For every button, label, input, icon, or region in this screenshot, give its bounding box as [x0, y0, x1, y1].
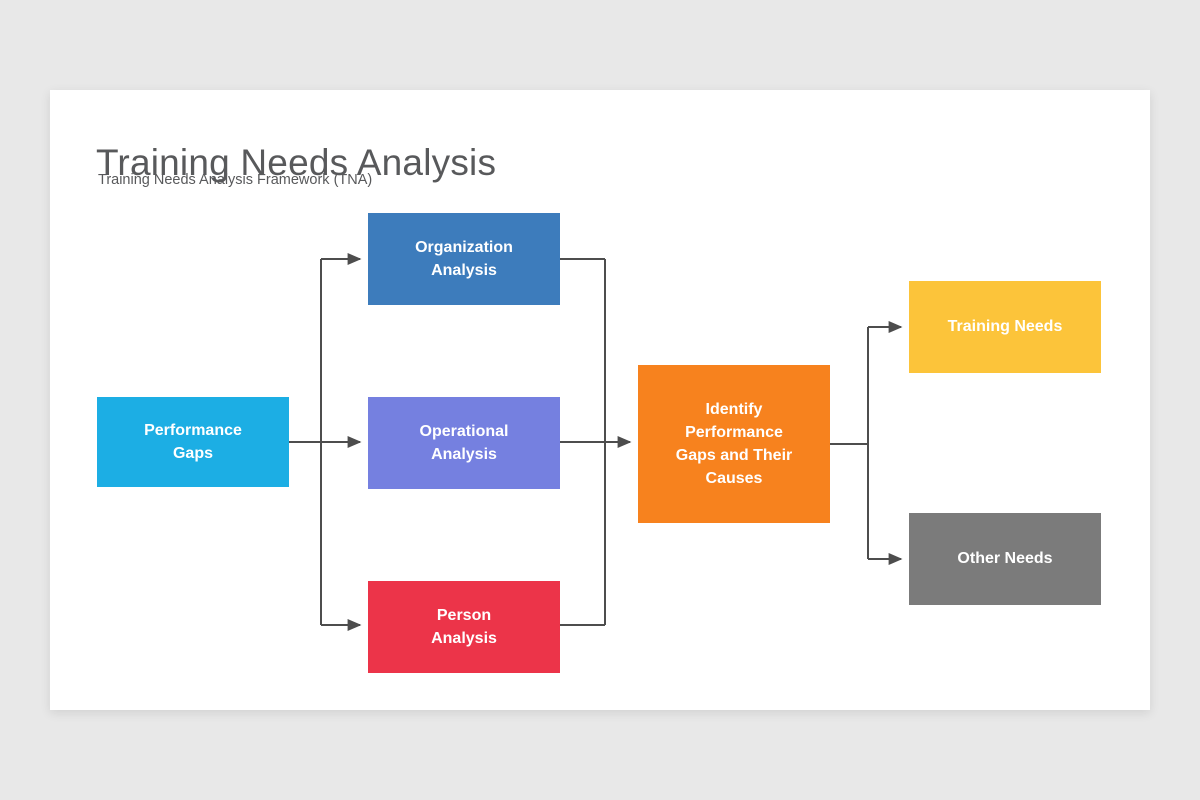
node-training-needs[interactable]: Training Needs	[909, 281, 1101, 373]
node-training-needs-label: Training Needs	[947, 318, 1063, 336]
node-operational-analysis-line2: Analysis	[431, 446, 497, 463]
tna-flowchart-diagram: Performance Gaps Organization Analysis O…	[50, 90, 1150, 710]
node-organization-analysis[interactable]: Organization Analysis	[368, 213, 560, 305]
node-person-analysis[interactable]: Person Analysis	[368, 581, 560, 673]
node-identify-performance-gaps[interactable]: Identify Performance Gaps and Their Caus…	[638, 365, 830, 523]
node-other-needs-label: Other Needs	[957, 550, 1053, 568]
node-organization-analysis-line1: Organization	[415, 238, 513, 256]
page-subtitle: Training Needs Analysis Framework (TNA)	[98, 172, 373, 188]
node-performance-gaps[interactable]: Performance Gaps	[97, 397, 289, 487]
node-other-needs[interactable]: Other Needs	[909, 513, 1101, 605]
node-identify-line1: Identify	[705, 400, 763, 418]
node-person-analysis-line1: Person	[436, 606, 492, 624]
node-organization-analysis-line2: Analysis	[431, 262, 497, 279]
node-operational-analysis[interactable]: Operational Analysis	[368, 397, 560, 489]
page-title: Training Needs Analysis	[96, 141, 497, 183]
node-identify-line2: Performance	[685, 423, 783, 441]
node-performance-gaps-line2: Gaps	[172, 445, 213, 462]
node-identify-line3: Gaps and Their	[675, 447, 793, 464]
node-performance-gaps-line1: Performance	[144, 421, 242, 439]
node-identify-line4: Causes	[705, 470, 763, 488]
slide-card: Training Needs Analysis Training Needs A…	[50, 90, 1150, 710]
node-operational-analysis-line1: Operational	[419, 422, 509, 440]
node-person-analysis-line2: Analysis	[431, 630, 497, 647]
